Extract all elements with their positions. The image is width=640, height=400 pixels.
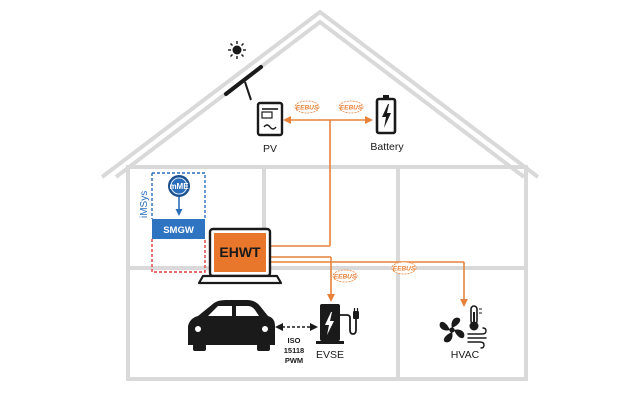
smgw-label: SMGW [163, 225, 194, 236]
eebus-badge-evse: EEBUS [332, 269, 358, 283]
ehwt-label: EHWT [219, 244, 261, 260]
airflow-icon [467, 327, 487, 349]
car-icon [188, 300, 275, 351]
laptop-icon [197, 227, 283, 285]
battery-icon [375, 95, 397, 135]
eebus-badge-pv: EEBUS [294, 100, 320, 114]
iso-label-line3: PWM [285, 356, 303, 365]
hvac-label: HVAC [451, 349, 480, 361]
iso-label-line1: ISO [288, 336, 301, 345]
imsys-group: iMSys [139, 172, 206, 273]
pv-label: PV [263, 143, 277, 155]
imsys-label: iMSys [139, 191, 150, 218]
solar-panel-icon [224, 65, 263, 101]
svg-text:EEBUS: EEBUS [393, 265, 416, 272]
eebus-badge-hvac: EEBUS [391, 261, 417, 275]
fan-icon [439, 317, 465, 343]
mme-meter-icon [168, 175, 190, 197]
svg-text:EEBUS: EEBUS [296, 104, 319, 111]
mme-label: mME [169, 182, 189, 191]
smgw-box [152, 219, 205, 239]
evse-label: EVSE [316, 349, 344, 361]
iso-label-line2: 15118 [284, 346, 304, 355]
inverter-icon [256, 101, 284, 137]
sun-icon [228, 41, 246, 59]
eebus-connections [270, 116, 468, 307]
thermometer-icon [469, 305, 482, 331]
svg-text:EEBUS: EEBUS [340, 104, 363, 111]
ev-charger-icon [316, 304, 359, 344]
battery-label: Battery [370, 141, 404, 153]
eebus-badge-battery: EEBUS [338, 100, 364, 114]
svg-text:EEBUS: EEBUS [334, 273, 357, 280]
